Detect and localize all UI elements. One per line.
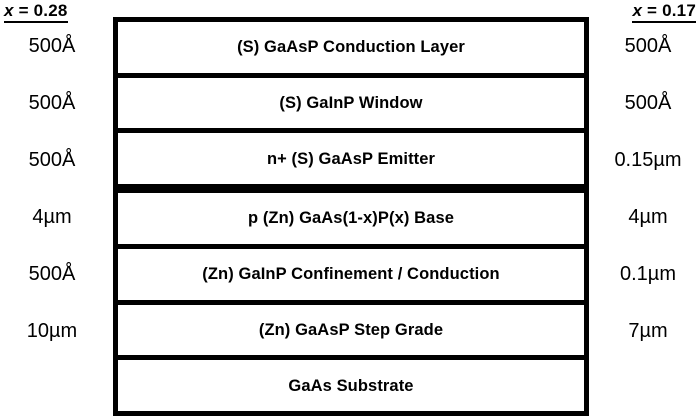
epitaxial-stack: (S) GaAsP Conduction Layer (S) GaInP Win…: [113, 17, 589, 416]
right-thickness-2: 0.15µm: [614, 148, 682, 171]
left-thickness-2: 500Å: [28, 148, 76, 171]
left-thickness-column: 500Å 500Å 500Å 4µm 500Å 10µm: [0, 17, 110, 416]
right-thickness-3: 4µm: [628, 205, 668, 228]
layer-row-base: p (Zn) GaAs(1-x)P(x) Base: [118, 193, 584, 249]
layer-label-base: p (Zn) GaAs(1-x)P(x) Base: [247, 209, 455, 228]
left-column-header: x = 0.28: [4, 1, 68, 23]
layer-label-conduction-layer: (S) GaAsP Conduction Layer: [237, 38, 465, 57]
layer-row-confinement: (Zn) GaInP Confinement / Conduction: [118, 248, 584, 305]
right-thickness-5: 7µm: [628, 319, 668, 342]
right-column-header: x = 0.17: [632, 1, 696, 23]
layer-row-emitter: n+ (S) GaAsP Emitter: [118, 133, 584, 194]
layer-row-window: (S) GaInP Window: [118, 77, 584, 134]
layer-label-substrate: GaAs Substrate: [288, 376, 414, 395]
right-thickness-4: 0.1µm: [620, 262, 676, 285]
left-thickness-5: 10µm: [26, 319, 78, 342]
layer-label-emitter: n+ (S) GaAsP Emitter: [266, 149, 436, 168]
left-thickness-4: 500Å: [28, 262, 76, 285]
layer-label-confinement: (Zn) GaInP Confinement / Conduction: [202, 265, 500, 284]
layer-row-substrate: GaAs Substrate: [118, 360, 584, 412]
right-header-variable: x: [632, 1, 643, 20]
right-thickness-column: 500Å 500Å 0.15µm 4µm 0.1µm 7µm: [592, 17, 700, 416]
layer-label-step-grade: (Zn) GaAsP Step Grade: [258, 320, 444, 339]
right-header-equals: =: [642, 1, 663, 20]
left-thickness-3: 4µm: [32, 205, 72, 228]
left-thickness-1: 500Å: [28, 91, 76, 114]
right-thickness-0: 500Å: [624, 34, 672, 57]
right-header-value: 0.17: [662, 1, 696, 20]
left-header-variable: x: [4, 1, 14, 20]
left-thickness-0: 500Å: [28, 34, 76, 57]
left-header-equals: =: [13, 1, 34, 20]
layer-label-window: (S) GaInP Window: [279, 94, 423, 112]
layer-row-conduction-layer: (S) GaAsP Conduction Layer: [118, 22, 584, 78]
left-header-value: 0.28: [33, 1, 68, 20]
right-thickness-1: 500Å: [624, 91, 672, 114]
layer-row-step-grade: (Zn) GaAsP Step Grade: [118, 304, 584, 361]
